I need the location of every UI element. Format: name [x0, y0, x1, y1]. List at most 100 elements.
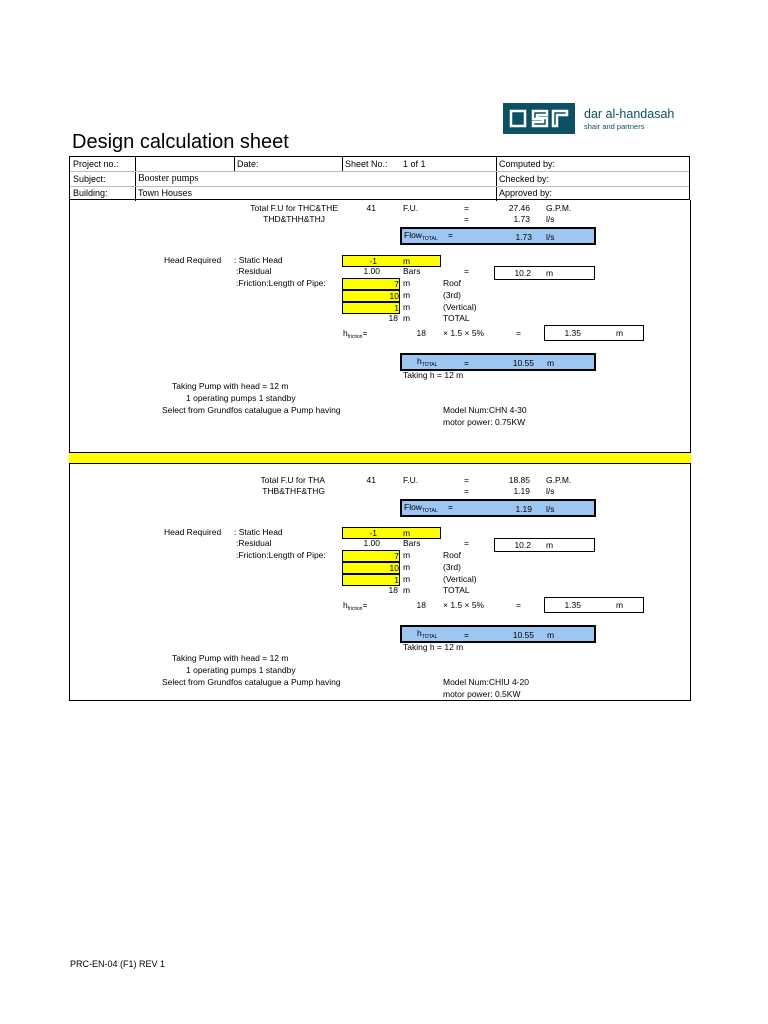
equals: =: [464, 214, 469, 224]
building-label: Building:: [73, 188, 108, 198]
flow-value: 1.19: [515, 504, 532, 514]
fu-label-2: THB&THF&THG: [262, 486, 325, 496]
model-number: Model Num:CHIU 4-20: [443, 677, 529, 687]
pipe-desc: Roof: [443, 278, 461, 288]
logo-mark-icon: [509, 109, 569, 128]
h-friction-box: 1.35 m: [544, 325, 644, 341]
pipe-length-value: 1: [394, 303, 399, 313]
pumps-operating: 1 operating pumps 1 standby: [186, 665, 296, 675]
pipe-desc: (Vertical): [443, 574, 477, 584]
equals: =: [464, 538, 469, 548]
divider: [70, 186, 689, 187]
residual-value: 1.00: [363, 538, 380, 548]
divider: [496, 157, 497, 201]
ls-unit: l/s: [546, 214, 555, 224]
gpm-value: 27.46: [508, 203, 530, 213]
ls-value: 1.73: [513, 214, 530, 224]
residual-m-unit: m: [546, 540, 554, 550]
h-friction-factor: × 1.5 × 5%: [443, 600, 485, 610]
divider: [342, 157, 343, 171]
equals: =: [464, 630, 469, 640]
pipe-desc: (3rd): [443, 290, 461, 300]
flow-value: 1.73: [515, 232, 532, 242]
pump-head: Taking Pump with head = 12 m: [172, 381, 289, 391]
equals: =: [448, 502, 453, 512]
fu-value: 41: [366, 203, 376, 213]
gpm-unit: G.P.M.: [546, 203, 572, 213]
h-total-value: 10.55: [512, 630, 534, 640]
residual-label: :Residual: [236, 266, 272, 276]
divider: [70, 171, 689, 172]
pipe-length-input[interactable]: 1: [342, 302, 400, 314]
head-required-label: Head Required: [164, 255, 222, 265]
pipe-desc: (3rd): [443, 562, 461, 572]
pipe-unit: m: [403, 278, 411, 288]
flow-label: FlowTOTAL: [404, 502, 438, 514]
equals: =: [516, 600, 521, 610]
h-friction-unit: m: [616, 600, 624, 610]
form-code: PRC-EN-04 (F1) REV 1: [70, 959, 166, 969]
flow-total-box: FlowTOTAL = 1.73 l/s: [400, 227, 596, 245]
residual-label: :Residual: [236, 538, 272, 548]
calc-frame: [69, 200, 691, 701]
total-length: 18: [388, 313, 398, 323]
total-unit: m: [403, 585, 411, 595]
residual-m-unit: m: [546, 268, 554, 278]
fu-unit: F.U.: [403, 475, 419, 485]
pipe-length-input[interactable]: 7: [342, 278, 400, 290]
pipe-length-value: 1: [394, 575, 399, 585]
pipe-unit: m: [403, 302, 411, 312]
pipe-length-input[interactable]: 10: [342, 290, 400, 302]
residual-m-value: 10.2: [514, 268, 531, 278]
residual-value: 1.00: [363, 266, 380, 276]
h-total-label: hTOTAL: [417, 628, 438, 640]
total-label: TOTAL: [443, 585, 470, 595]
pipe-unit: m: [403, 562, 411, 572]
h-total-unit: m: [547, 630, 555, 640]
fu-label: Total F.U for THA: [260, 475, 325, 485]
h-friction-length: 18: [416, 328, 426, 338]
equals: =: [464, 486, 469, 496]
h-total-box: hTOTAL = 10.55 m: [400, 625, 596, 643]
static-head-label: : Static Head: [234, 527, 283, 537]
model-number: Model Num:CHN 4-30: [443, 405, 527, 415]
h-friction-value: 1.35: [564, 600, 581, 610]
sheet-label: Sheet No.:: [345, 159, 388, 169]
pipe-length-input[interactable]: 7: [342, 550, 400, 562]
motor-power: motor power: 0.75KW: [443, 417, 526, 427]
taking-h: Taking h = 12 m: [403, 370, 464, 380]
static-head-value: -1: [369, 528, 377, 538]
h-total-box: hTOTAL = 10.55 m: [400, 353, 596, 371]
fu-label: Total F.U for THC&THE: [250, 203, 338, 213]
head-required-label: Head Required: [164, 527, 222, 537]
static-head-value: -1: [369, 256, 377, 266]
static-head-input[interactable]: -1 m: [342, 527, 441, 539]
building-value: Town Houses: [138, 188, 193, 198]
fu-label-2: THD&THH&THJ: [263, 214, 325, 224]
ls-unit: l/s: [546, 486, 555, 496]
project-label: Project no.:: [73, 159, 119, 169]
flow-label: FlowTOTAL: [404, 230, 438, 242]
section-separator: [69, 452, 691, 464]
pumps-operating: 1 operating pumps 1 standby: [186, 393, 296, 403]
residual-m-box: 10.2 m: [494, 266, 595, 280]
approved-label: Approved by:: [499, 188, 553, 198]
brand-subtitle: shair and partners: [584, 122, 645, 131]
pipe-length-value: 10: [389, 563, 399, 573]
total-unit: m: [403, 313, 411, 323]
total-length: 18: [388, 585, 398, 595]
pipe-length-input[interactable]: 1: [342, 574, 400, 586]
page-title: Design calculation sheet: [72, 131, 289, 153]
fu-unit: F.U.: [403, 203, 419, 213]
taking-h: Taking h = 12 m: [403, 642, 464, 652]
h-total-value: 10.55: [512, 358, 534, 368]
static-head-input[interactable]: -1 m: [342, 255, 441, 267]
h-friction-value: 1.35: [564, 328, 581, 338]
pump-head: Taking Pump with head = 12 m: [172, 653, 289, 663]
company-logo: [503, 103, 575, 134]
pipe-length-input[interactable]: 10: [342, 562, 400, 574]
friction-label: :Friction:Length of Pipe:: [236, 550, 326, 560]
h-friction-factor: × 1.5 × 5%: [443, 328, 485, 338]
pipe-unit: m: [403, 574, 411, 584]
equals: =: [516, 328, 521, 338]
